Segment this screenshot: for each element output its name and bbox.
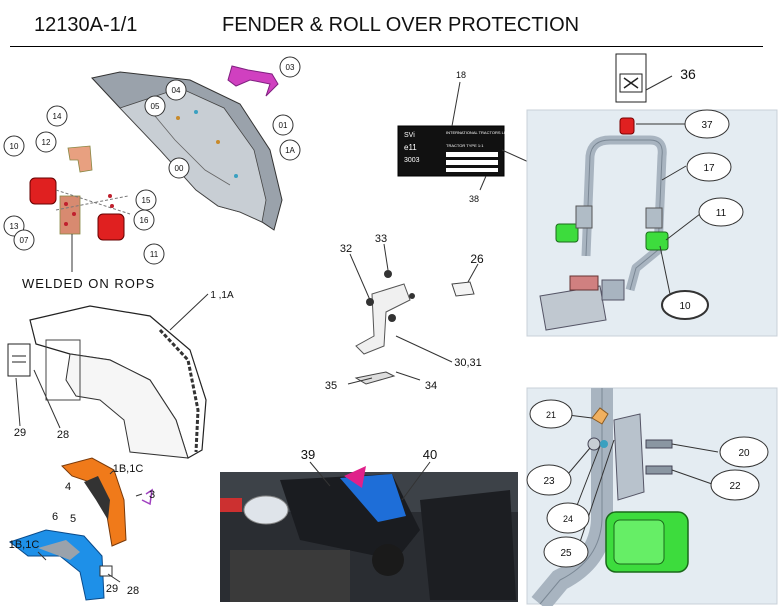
callout-28-outline: 28 <box>57 429 69 441</box>
callout-36: 36 <box>680 66 696 82</box>
callout-39: 39 <box>301 447 315 462</box>
callout-10-right: 10 <box>661 290 709 320</box>
rops-illustration <box>526 109 778 337</box>
callout-3: 3 <box>149 489 155 501</box>
tractor-photo <box>220 466 518 602</box>
callout-34: 34 <box>425 380 437 392</box>
callout-6: 6 <box>52 511 58 523</box>
rear-fender-illustration <box>91 65 283 231</box>
plate-number: 3003 <box>404 157 420 164</box>
callout-23: 23 <box>526 464 572 496</box>
callout-04: 04 <box>165 79 187 101</box>
svg-text:17: 17 <box>703 163 715 174</box>
warning-decal-icon <box>615 53 647 103</box>
type-plate-illustration: SVi INTERNATIONAL TRACTORS LIMITED e11 T… <box>397 125 518 177</box>
svg-text:22: 22 <box>729 481 741 492</box>
svg-text:13: 13 <box>10 222 19 231</box>
callout-33: 33 <box>375 233 387 245</box>
plate-type: TRACTOR TYPE 1:1 <box>446 143 484 148</box>
callout-1-1A: 1 ,1A <box>210 290 234 301</box>
callout-16: 16 <box>133 209 155 231</box>
svg-text:14: 14 <box>53 112 62 121</box>
callout-28-color: 28 <box>127 585 139 597</box>
plate-company: INTERNATIONAL TRACTORS LIMITED <box>446 130 518 135</box>
callout-15: 15 <box>135 189 157 211</box>
svg-text:05: 05 <box>151 102 160 111</box>
callout-35: 35 <box>325 380 337 392</box>
callout-1A: 1A <box>279 139 301 161</box>
document-code: 12130A-1/1 <box>34 14 138 36</box>
welded-on-rops-caption: WELDED ON ROPS <box>22 276 155 291</box>
svg-text:01: 01 <box>279 121 288 130</box>
callout-29-outline: 29 <box>14 427 26 439</box>
callout-26: 26 <box>470 252 484 266</box>
svg-text:04: 04 <box>172 86 181 95</box>
callout-10-left: 10 <box>3 135 25 157</box>
svg-text:00: 00 <box>175 164 184 173</box>
header-divider <box>10 46 763 47</box>
document-title: FENDER & ROLL OVER PROTECTION <box>222 14 580 36</box>
callout-4: 4 <box>65 481 71 493</box>
svg-text:15: 15 <box>142 196 151 205</box>
svg-text:20: 20 <box>738 448 750 459</box>
svg-text:16: 16 <box>140 216 149 225</box>
callout-22: 22 <box>710 469 760 501</box>
callout-20: 20 <box>719 436 769 468</box>
callout-1B-1C-orange: 1B,1C <box>113 463 144 475</box>
svg-text:11: 11 <box>150 250 159 259</box>
svg-text:03: 03 <box>286 63 295 72</box>
callout-00: 00 <box>168 157 190 179</box>
svg-text:11: 11 <box>716 208 727 219</box>
svg-text:24: 24 <box>563 514 573 524</box>
callout-1B-1C-blue: 1B,1C <box>9 539 40 551</box>
callout-11-left: 11 <box>143 243 165 265</box>
svg-text:25: 25 <box>560 548 572 559</box>
color-fender-illustration <box>8 457 153 601</box>
svg-text:12: 12 <box>42 138 51 147</box>
svg-text:10: 10 <box>679 301 691 312</box>
plate-brand: SVi <box>404 132 415 139</box>
lamp-assembly-illustration <box>29 145 131 241</box>
callout-29-color: 29 <box>106 583 118 595</box>
callout-25: 25 <box>543 536 589 568</box>
svg-text:07: 07 <box>20 236 29 245</box>
callout-40: 40 <box>423 447 437 462</box>
callout-05: 05 <box>144 95 166 117</box>
svg-text:10: 10 <box>10 142 19 151</box>
callout-24: 24 <box>546 502 590 534</box>
callout-01: 01 <box>272 114 294 136</box>
callout-5: 5 <box>70 513 76 525</box>
callout-32: 32 <box>340 243 352 255</box>
callout-30-31: 30,31 <box>454 357 482 369</box>
plate-approval: e11 <box>404 143 417 152</box>
fender-outline-illustration <box>7 305 207 459</box>
callout-37: 37 <box>684 109 730 139</box>
callout-11-right: 11 <box>698 197 744 227</box>
callout-38: 38 <box>469 194 479 204</box>
svg-text:1A: 1A <box>285 146 295 155</box>
svg-text:21: 21 <box>546 410 556 420</box>
callout-14: 14 <box>46 105 68 127</box>
callout-03: 03 <box>279 56 301 78</box>
callout-07: 07 <box>13 229 35 251</box>
svg-text:37: 37 <box>701 120 713 131</box>
callout-17: 17 <box>686 152 732 182</box>
callout-12: 12 <box>35 131 57 153</box>
callout-21: 21 <box>529 399 573 429</box>
callout-18: 18 <box>456 70 466 80</box>
bracket-illustration <box>354 270 475 385</box>
svg-text:23: 23 <box>543 476 555 487</box>
